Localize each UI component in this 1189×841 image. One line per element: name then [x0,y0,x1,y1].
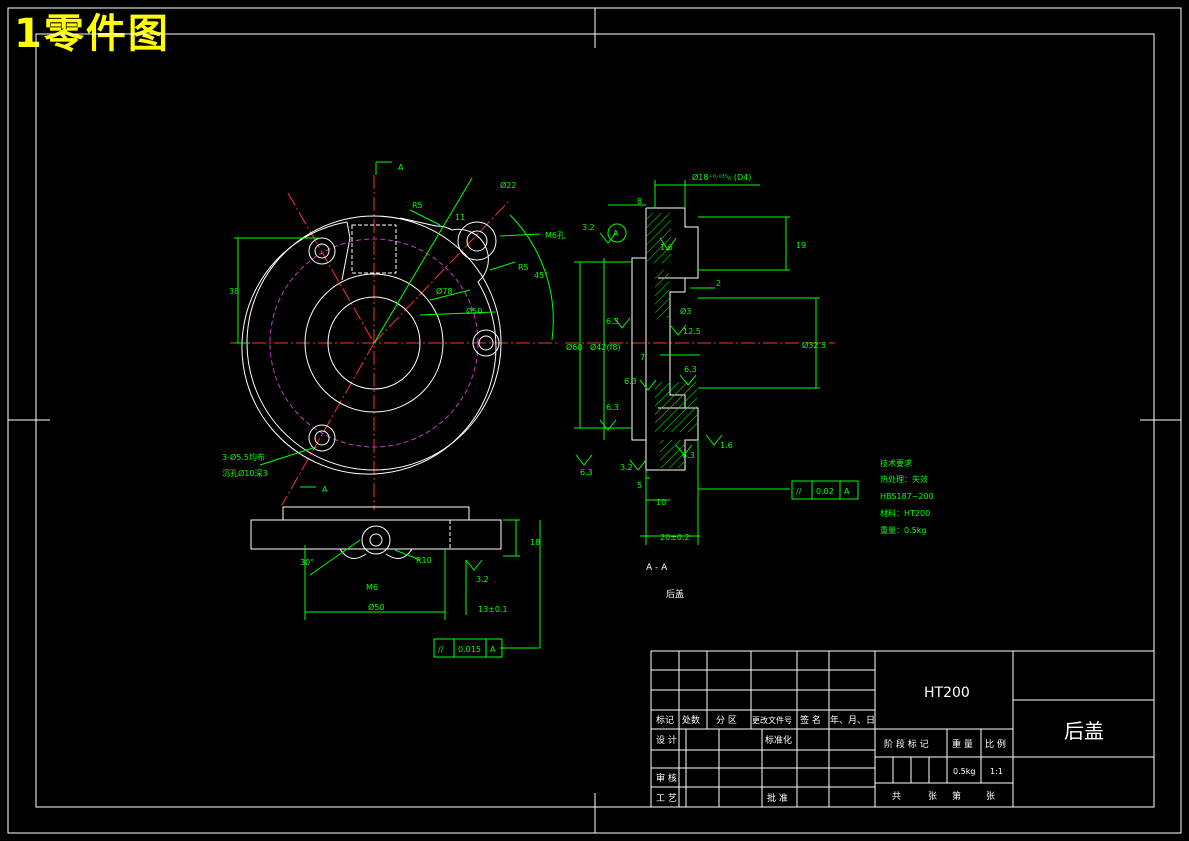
sec-rough-63a: 6.3 [606,317,619,326]
dim-r5-top: R5 [412,201,423,210]
label-stage: 阶 段 标 记 [884,738,929,750]
sec-w7: 7 [640,353,645,362]
dim-d11: 11 [455,213,465,222]
bottom-m6: M6 [366,583,378,592]
sec-d325: Ø32.5 [802,340,826,350]
label-design: 设 计 [656,734,677,746]
sec-w8: 8 [637,197,642,206]
sec-rough-32a: 3.2 [582,223,595,232]
dim-h38: 38 [229,287,239,296]
sec-length: 20±0.2 [660,533,690,542]
front-view [230,161,560,510]
scale-value: 1:1 [990,767,1003,776]
part-name: 后盖 [1064,719,1104,743]
bottom-r10: R10 [416,556,432,565]
tech-req-line4: 重量：0.5kg [880,525,926,535]
tech-req-line3: 材料：HT200 [880,508,930,518]
section-view [565,180,835,545]
sec-d60: Ø60 [566,342,582,352]
tech-req-heading: 技术要求 [880,458,912,468]
sec-tol-symbol: // [796,487,802,496]
sec-rough-63f: 6.3 [580,468,593,477]
sec-h19: 19 [796,241,806,250]
rev-header-mark: 标记 [656,714,674,726]
weight-value: 0.5kg [953,767,975,776]
dim-angle-45: 45° [534,271,548,280]
section-marker-bottom: A [322,485,328,494]
dim-d78: Ø78 [436,286,452,296]
dim-m6-tap: M6孔 [545,231,565,240]
bottom-d50: Ø50 [368,602,384,612]
label-page-sheets: 张 [986,791,995,802]
holes-note-2: 沉孔Ø10深3 [222,468,268,478]
rev-header-count: 处数 [682,714,700,726]
bottom-roughness: 3.2 [476,575,489,584]
label-total: 共 [892,791,901,802]
label-sheets: 张 [928,791,937,802]
sec-rough-16a: 1.6 [660,243,673,252]
label-process: 工 艺 [656,793,677,804]
sheet-frame [7,7,1182,834]
bottom-tol-value: 0.015 [458,645,481,654]
dim-d50: Ø50 [466,306,482,316]
sec-top-dia: Ø18⁺⁰·⁰³⁵₀ (D4) [692,172,751,182]
sec-w5: 5 [637,481,642,490]
section-label: A - A [646,563,668,573]
rev-header-zone: 分 区 [716,715,737,726]
sec-datum: A [613,229,619,238]
sec-rough-63e: 6.3 [682,451,695,460]
holes-note-1: 3-Ø5.5均布 [222,452,265,462]
sec-rough-63d: 6.3 [606,403,619,412]
rev-header-docno: 更改文件号 [752,715,792,725]
dim-d22: Ø22 [500,180,516,190]
title-block [650,650,1155,808]
tech-req-line1: 热处理：失效 [880,474,928,484]
bottom-tol-symbol: // [438,645,444,654]
sec-d3: Ø3 [680,306,691,316]
bottom-h18: 18 [530,538,540,547]
sec-tol-datum: A [844,487,850,496]
rev-header-sign: 签 名 [800,714,821,726]
bottom-angle-30: 30° [300,558,314,567]
bottom-length: 13±0.1 [478,605,508,614]
part-caption: 后盖 [666,588,684,600]
sec-rough-32b: 3.2 [620,463,633,472]
bottom-tolerance-frame: // 0.015 A [433,638,503,658]
label-page: 第 [952,790,961,802]
sec-tol-value: 0.02 [816,487,834,496]
section-tolerance-frame: // 0.02 A [791,480,859,500]
dim-r5-right: R5 [518,263,529,272]
label-weight: 重 量 [952,738,973,750]
sec-w10: 10 [656,498,666,507]
section-marker-top: A [398,163,404,172]
rev-header-date: 年、月、日 [830,714,875,726]
bottom-view [250,506,541,649]
sec-rough-16b: 1.6 [720,441,733,450]
sec-rough-125: 12.5 [683,327,701,336]
sec-rough-63b: 6.3 [624,377,637,386]
label-scale: 比 例 [985,738,1006,750]
tech-req-line2: HBS187~200 [880,492,934,501]
material: HT200 [924,685,970,701]
sec-d42: Ø42(f8) [590,342,621,352]
label-approve: 批 准 [767,792,788,804]
sec-rough-63c: 6.3 [684,365,697,374]
label-review: 审 核 [656,772,677,784]
technical-requirements: 技术要求 热处理：失效 HBS187~200 材料：HT200 重量：0.5kg [880,458,934,535]
sec-w2: 2 [716,279,721,288]
label-standard: 标准化 [765,734,792,746]
bottom-tol-datum: A [490,645,496,654]
